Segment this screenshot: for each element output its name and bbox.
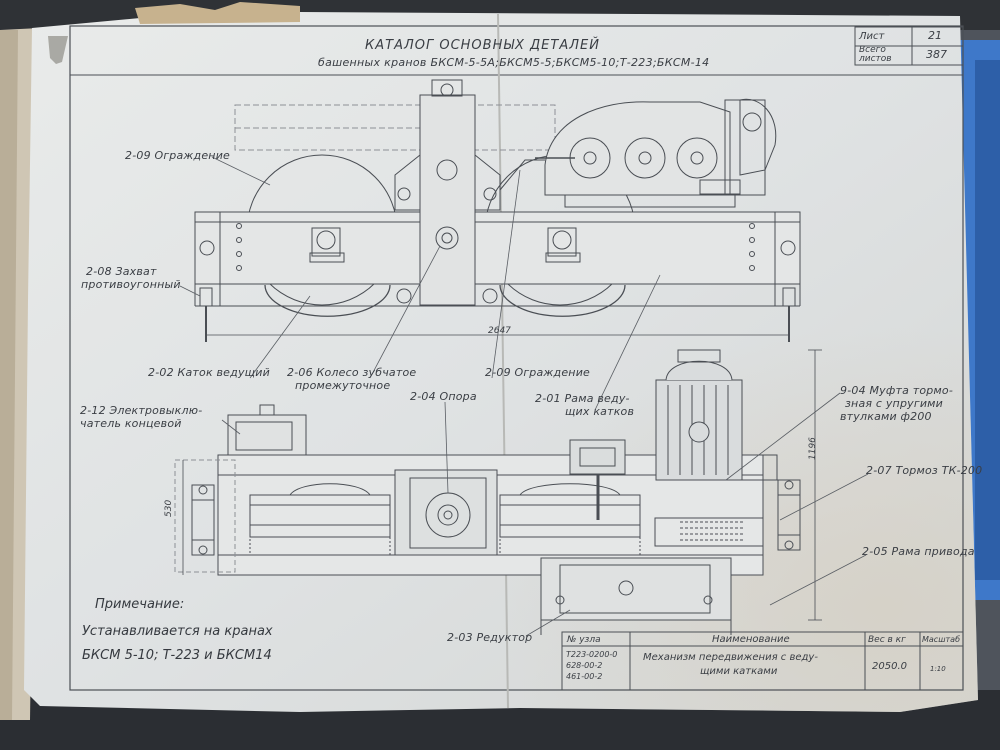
callout-frame-line-2: щих катков [565,405,635,418]
col-weight-header: Вес в кг [868,635,906,645]
callout-gear-line-1: 2-06 Колесо зубчатое [287,366,417,379]
item-weight: 2050.0 [872,661,907,672]
callout-guard-top: 2-09 Ограждение [125,149,231,162]
callout-brake: 2-07 Тормоз ТК-200 [866,464,983,477]
callout-frame-line-1: 2-01 Рама веду- [535,392,630,405]
total-label-1: Всего [859,45,886,55]
note-heading: Примечание: [95,597,185,612]
callout-switch-line-2: чатель концевой [80,417,182,430]
col-mass-header: Масштаб [922,635,961,644]
col-name-header: Наименование [712,634,790,645]
dimension-length: 2647 [488,326,511,336]
callout-gear-line-2: промежуточное [295,379,391,392]
callout-drive-frame: 2-05 Рама привода [862,545,975,558]
callout-grip-line-1: 2-08 Захват [86,265,157,278]
note-line-1: Устанавливается на кранах [82,624,273,639]
callout-guard-bottom: 2-09 Ограждение [485,366,591,379]
item-name-line-1: Механизм передвижения с веду- [643,652,818,663]
title-line-2: башенных кранов БКСМ-5-5А;БКСМ5-5;БКСМ5-… [318,56,710,69]
col-node-header: № узла [567,635,601,645]
sheet-label: Лист [859,31,885,42]
dimension-width: 530 [164,499,174,517]
total-label-2: листов [859,54,892,64]
item-name-line-2: щими катками [700,666,778,677]
callout-switch-line-1: 2-12 Электровыклю- [80,404,203,417]
callout-coupling-line-1: 9-04 Муфта тормо- [840,384,954,397]
callout-drive-roller: 2-02 Каток ведущий [148,366,270,379]
node-number-3: 461-00-2 [566,672,603,681]
callout-reducer: 2-03 Редуктор [447,631,533,644]
callout-coupling-line-3: втулками ф200 [840,410,932,423]
node-number-1: Т223-0200-0 [566,650,618,659]
item-scale: 1:10 [930,665,946,673]
title-line-1: КАТАЛОГ ОСНОВНЫХ ДЕТАЛЕЙ [365,38,600,53]
binder-ring-icon [48,36,68,64]
callout-grip-line-2: противоугонный [81,278,181,291]
note-line-2: БКСМ 5-10; Т-223 и БКСМ14 [82,648,272,663]
node-number-2: 628-00-2 [566,661,603,670]
callout-support: 2-04 Опора [410,390,477,403]
callout-coupling-line-2: зная с упругими [845,397,944,410]
sheet-number: 21 [928,29,942,42]
dimension-height: 1196 [808,437,818,460]
total-sheets: 387 [926,48,947,61]
